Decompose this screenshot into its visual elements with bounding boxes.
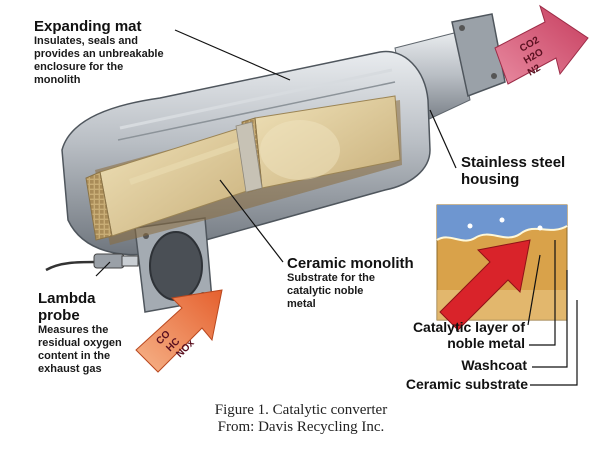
lambda-probe-label: Lambda probe Measures the residual oxyge… bbox=[38, 290, 122, 376]
ceramic-substrate-label: Ceramic substrate bbox=[380, 376, 528, 392]
ceramic-monolith-desc-3: metal bbox=[287, 298, 316, 310]
expanding-mat-desc-3: enclosure for the bbox=[34, 61, 124, 73]
outlet-gas-arrow: CO2 H2O N2 bbox=[494, 4, 589, 85]
ceramic-monolith-label: Ceramic monolith Substrate for the catal… bbox=[287, 255, 414, 311]
ceramic-monolith-desc-1: Substrate for the bbox=[287, 272, 376, 284]
washcoat-title: Washcoat bbox=[461, 357, 527, 373]
expanding-mat-desc-1: Insulates, seals and bbox=[34, 35, 138, 47]
caption-line-2: From: Davis Recycling Inc. bbox=[217, 419, 385, 435]
lambda-probe-desc-4: exhaust gas bbox=[38, 363, 102, 375]
caption-line-1: Figure 1. Catalytic converter bbox=[214, 402, 388, 418]
lambda-probe-desc-3: content in the bbox=[38, 350, 111, 362]
expanding-mat-desc-2: provides an unbreakable bbox=[34, 48, 164, 60]
expanding-mat-label: Expanding mat Insulates, seals and provi… bbox=[34, 18, 164, 87]
catalytic-layer-title-1: Catalytic layer of bbox=[412, 319, 525, 335]
lambda-probe-title-2: probe bbox=[38, 307, 80, 324]
ceramic-monolith-title: Ceramic monolith bbox=[287, 255, 414, 272]
catalytic-layer-label: Catalytic layer of noble metal bbox=[385, 319, 525, 351]
leader-lines bbox=[95, 29, 578, 386]
ceramic-substrate-title: Ceramic substrate bbox=[405, 376, 528, 392]
lambda-probe-desc-1: Measures the bbox=[38, 324, 109, 336]
lambda-probe-title-1: Lambda bbox=[38, 290, 96, 307]
washcoat-label: Washcoat bbox=[405, 357, 527, 373]
lambda-probe-desc-2: residual oxygen bbox=[38, 337, 122, 349]
stainless-steel-label: Stainless steel housing bbox=[461, 154, 565, 188]
catalytic-layer-title-2: noble metal bbox=[447, 335, 525, 351]
expanding-mat-title: Expanding mat bbox=[34, 18, 142, 35]
ceramic-monolith-desc-2: catalytic noble bbox=[287, 285, 364, 297]
washcoat-inset bbox=[436, 204, 568, 331]
stainless-steel-title-2: housing bbox=[461, 171, 520, 188]
lambda-probe-sensor bbox=[45, 253, 139, 272]
ceramic-monolith bbox=[85, 95, 401, 241]
expanding-mat-desc-4: monolith bbox=[34, 74, 81, 86]
stainless-steel-title-1: Stainless steel bbox=[461, 154, 566, 171]
inlet-gas-arrow: CO HC NOx bbox=[135, 289, 223, 373]
figure-caption: Figure 1. Catalytic converter From: Davi… bbox=[0, 402, 602, 436]
